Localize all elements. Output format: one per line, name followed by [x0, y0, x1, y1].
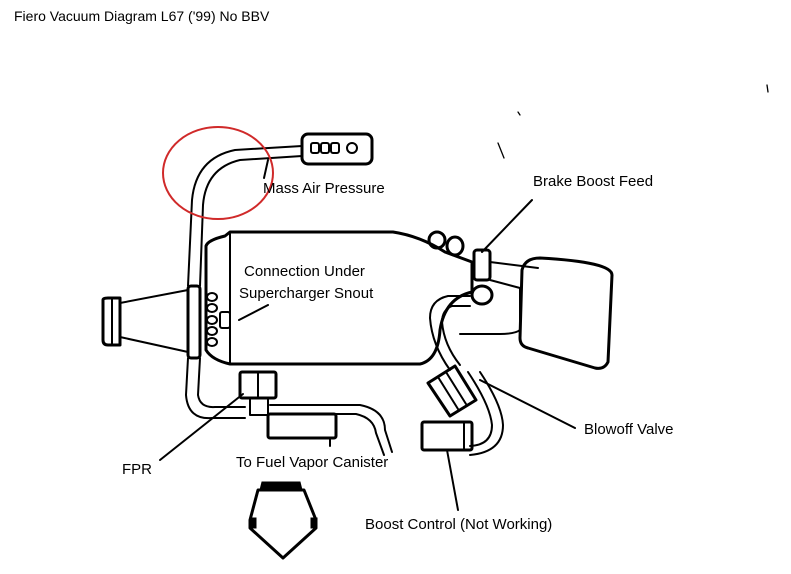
- vapor-canister-line: [266, 404, 393, 456]
- scan-artifact: [766, 84, 769, 93]
- label-connection-under-2: Supercharger Snout: [239, 285, 374, 302]
- leader-lines: [159, 159, 576, 511]
- label-brake-boost-feed: Brake Boost Feed: [533, 173, 654, 190]
- supercharger-manifold: [204, 230, 474, 366]
- label-fuel-vapor-canister: To Fuel Vapor Canister: [236, 454, 389, 471]
- map-hose: [185, 145, 303, 420]
- label-connection-under-1: Connection Under: [244, 263, 365, 280]
- blowoff-hose: [429, 295, 504, 456]
- map-sensor: [300, 132, 374, 166]
- label-boost-control: Boost Control (Not Working): [365, 516, 553, 533]
- fuel-vapor-canister: [248, 481, 318, 560]
- scan-artifact: [497, 142, 505, 159]
- outlet-ports: [427, 230, 539, 335]
- label-mass-air-pressure: Mass Air Pressure: [263, 180, 385, 197]
- intake-ports: [206, 292, 231, 347]
- throttle-body: [101, 284, 202, 360]
- fpr: [238, 370, 278, 416]
- diagram-title: Fiero Vacuum Diagram L67 ('99) No BBV: [14, 8, 270, 24]
- blowoff-valve: [426, 364, 478, 418]
- scan-artifact: [517, 111, 521, 116]
- highlight-circle: [162, 126, 274, 220]
- intercooler-box: [518, 256, 614, 370]
- boost-control-solenoid: [420, 420, 474, 452]
- label-blowoff-valve: Blowoff Valve: [584, 421, 674, 438]
- label-fpr: FPR: [122, 461, 152, 478]
